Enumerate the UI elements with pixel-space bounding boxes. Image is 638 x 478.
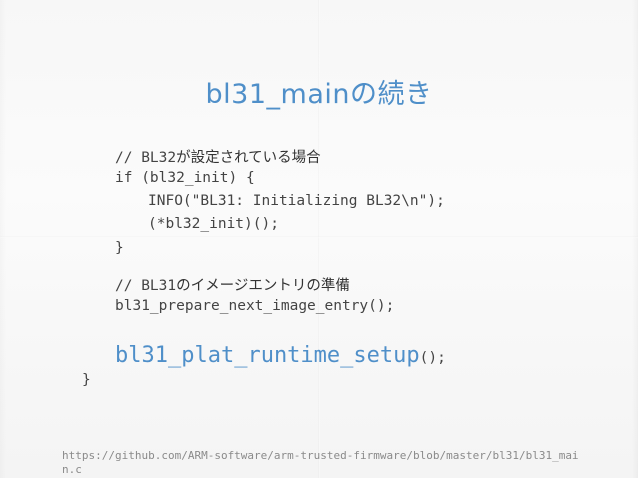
comment-prefix: // BL31	[115, 278, 177, 294]
comment-japanese: が設定されている場合	[176, 150, 321, 166]
comment-prefix: // BL32	[115, 150, 177, 166]
code-close-brace-outer: }	[82, 372, 91, 388]
code-comment-bl31: // BL31のイメージエントリの準備	[115, 274, 350, 295]
code-runtime-setup-line: bl31_plat_runtime_setup();	[115, 343, 446, 368]
runtime-setup-function: bl31_plat_runtime_setup	[115, 343, 420, 368]
code-comment-bl32: // BL32が設定されている場合	[115, 146, 321, 167]
code-prepare-line: bl31_prepare_next_image_entry();	[115, 298, 395, 314]
code-info-line: INFO("BL31: Initializing BL32\n");	[148, 193, 445, 209]
code-call-line: (*bl32_init)();	[148, 216, 279, 232]
comment-japanese: のイメージエントリの準備	[176, 278, 350, 294]
slide-title: bl31_mainの続き	[205, 79, 433, 110]
code-close-brace-inner: }	[115, 240, 124, 256]
paper-fold-horizontal	[0, 236, 638, 238]
paper-fold-vertical	[318, 0, 320, 478]
code-if-line: if (bl32_init) {	[115, 170, 255, 186]
source-url: https://github.com/ARM-software/arm-trus…	[62, 449, 579, 476]
runtime-setup-suffix: ();	[419, 350, 446, 366]
